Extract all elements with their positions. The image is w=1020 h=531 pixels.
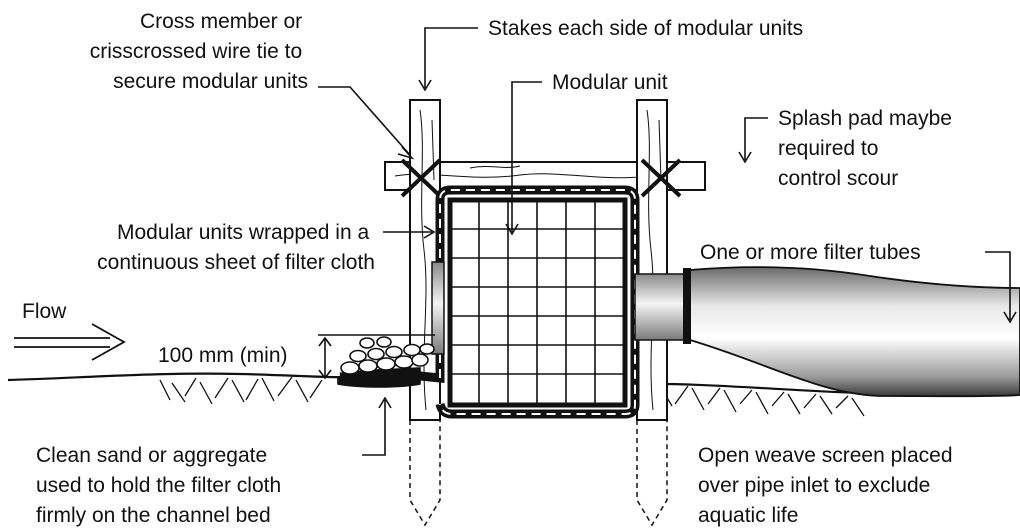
wrapped-label: Modular units wrapped in a continuous sh… — [97, 221, 375, 274]
stakes-label: Stakes each side of modular units — [488, 17, 803, 40]
inlet-collar — [431, 261, 445, 355]
channel-bed-line — [7, 372, 346, 382]
cross-member-label: Cross member or crisscrossed wire tie to… — [90, 10, 308, 93]
pipe-clamp — [683, 268, 691, 344]
flow-label: Flow — [22, 300, 67, 323]
outlet-pipe — [634, 273, 691, 341]
modular-unit-label: Modular unit — [552, 71, 668, 94]
cross-tie-right — [640, 158, 682, 198]
min-height-dimension — [318, 334, 435, 380]
aggregate-pile — [337, 336, 435, 388]
cross-tie-left — [400, 158, 442, 198]
min-height-label: 100 mm (min) — [158, 344, 288, 367]
right-stake-buried — [636, 420, 668, 527]
splash-pad-label: Splash pad maybe required to control sco… — [778, 107, 958, 190]
left-stake-buried — [409, 420, 441, 527]
flow-arrow — [14, 323, 126, 361]
screen-label: Open weave screen placed over pipe inlet… — [698, 444, 958, 527]
filter-tube — [689, 266, 1020, 398]
filter-tubes-label: One or more filter tubes — [700, 241, 921, 264]
filter-cloth-dash — [439, 189, 636, 415]
modular-unit-grid — [450, 200, 625, 405]
sand-label: Clean sand or aggregate used to hold the… — [36, 444, 287, 527]
right-stake-grain — [646, 109, 662, 411]
leader-lines — [318, 27, 1017, 456]
